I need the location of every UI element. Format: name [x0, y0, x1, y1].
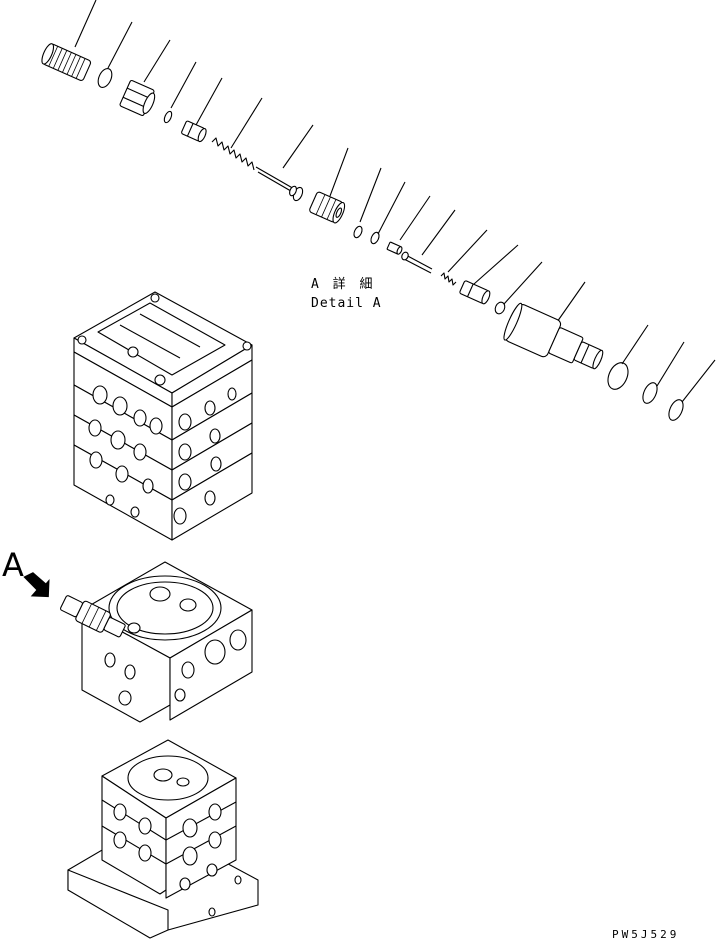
control-valve-stack-lower: [67, 739, 259, 939]
o-ring-part: [607, 362, 629, 390]
sleeve-part: [181, 120, 207, 143]
o-ring-part: [370, 231, 380, 245]
detail-title-english: Detail A: [311, 296, 382, 311]
backup-ring-part: [494, 301, 506, 315]
detail-title-japanese: A 詳 細: [311, 277, 376, 292]
view-direction-arrow-icon: [23, 572, 50, 598]
o-ring-part: [353, 225, 363, 239]
backup-ring-part: [163, 110, 173, 124]
leader-lines: [74, 0, 716, 403]
drawing-number: PW5J529: [612, 928, 680, 941]
poppet-stem-part: [255, 166, 304, 202]
valve-section-with-relief: [60, 561, 253, 723]
threaded-plug-part: [41, 43, 92, 81]
pin-part: [401, 251, 433, 274]
small-plug-part: [386, 241, 403, 255]
exploded-parts-detail-a: [41, 0, 716, 421]
o-ring-part: [97, 67, 113, 89]
spring-small-part: [440, 272, 457, 286]
piston-part: [459, 280, 491, 305]
o-ring-part: [668, 399, 684, 421]
relief-valve-body-part: [503, 302, 604, 370]
valve-seat-part: [309, 191, 346, 224]
spring-part: [211, 137, 255, 171]
lock-nut-part: [119, 80, 156, 116]
o-ring-part: [642, 382, 658, 404]
control-valve-stack-upper: [73, 291, 253, 541]
view-direction-label: A: [2, 546, 24, 584]
